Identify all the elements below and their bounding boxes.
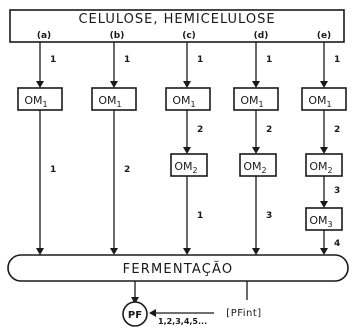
- edge-label: 1: [50, 165, 56, 175]
- intermediate-product-label: [PFint]: [226, 308, 261, 319]
- substrate-title: CELULOSE, HEMICELULOSE: [78, 12, 275, 27]
- svg-text:OM2: OM2: [309, 160, 332, 175]
- fermentation-stage: FERMENTAÇÃO: [7, 254, 349, 282]
- column-b: (b) 1 OM1 2: [91, 31, 137, 255]
- column-e: (e) 1 OM1 2 OM2 3 OM3: [301, 31, 347, 255]
- edge-label: 1: [334, 55, 340, 65]
- product-node: PF: [122, 301, 148, 327]
- arrowhead: [320, 81, 328, 88]
- organism-box-om3: OM3: [305, 207, 343, 231]
- edge-label: 3: [266, 211, 272, 221]
- organism-box-om1: OM1: [165, 87, 211, 111]
- svg-text:OM3: OM3: [309, 214, 332, 229]
- organism-box-om1: OM1: [17, 87, 63, 111]
- column-label: (c): [182, 31, 196, 41]
- svg-text:OM1: OM1: [240, 94, 263, 109]
- column-label: (e): [317, 31, 331, 41]
- arrowhead: [183, 81, 191, 88]
- intermediate-feedback: 1,2,3,4,5... [PFint]: [149, 308, 261, 326]
- substrate-header: CELULOSE, HEMICELULOSE: [9, 9, 345, 43]
- arrowhead: [110, 81, 118, 88]
- organism-box-om1: OM1: [233, 87, 279, 111]
- column-c: (c) 1 OM1 2 OM2 1: [165, 31, 211, 255]
- svg-text:OM2: OM2: [174, 160, 197, 175]
- arrowhead: [36, 81, 44, 88]
- edge-label: 3: [334, 186, 340, 196]
- arrowhead: [320, 147, 328, 154]
- arrowhead: [110, 248, 118, 255]
- arrowhead: [320, 201, 328, 208]
- fermentation-label: FERMENTAÇÃO: [123, 261, 234, 277]
- column-label: (a): [37, 31, 51, 41]
- arrowhead: [252, 248, 260, 255]
- organism-box-om2: OM2: [170, 153, 208, 177]
- svg-text:OM2: OM2: [243, 160, 266, 175]
- column-label: (b): [110, 31, 125, 41]
- edge-label: 2: [124, 165, 130, 175]
- svg-text:OM1: OM1: [308, 94, 331, 109]
- organism-box-om1: OM1: [301, 87, 347, 111]
- organism-box-om2: OM2: [239, 153, 277, 177]
- fermentation-box: [7, 254, 349, 282]
- edge-label: 2: [266, 125, 272, 135]
- arrowhead: [183, 248, 191, 255]
- edge-label: 1: [50, 55, 56, 65]
- edge-label: 1: [197, 55, 203, 65]
- column-d: (d) 1 OM1 2 OM2 3: [233, 31, 279, 255]
- edge-label: 2: [197, 125, 203, 135]
- edge-label: 1: [124, 55, 130, 65]
- organism-box-om2: OM2: [305, 153, 343, 177]
- svg-text:OM1: OM1: [24, 94, 47, 109]
- arrowhead: [36, 248, 44, 255]
- svg-text:OM1: OM1: [98, 94, 121, 109]
- substrate-box: [9, 9, 345, 43]
- column-a: (a) 1 OM1 1: [17, 31, 63, 255]
- svg-text:OM1: OM1: [172, 94, 195, 109]
- arrowhead: [149, 309, 156, 317]
- edge-label: 2: [334, 125, 340, 135]
- arrowhead: [252, 147, 260, 154]
- product-label: PF: [128, 310, 142, 321]
- arrowhead: [131, 297, 139, 304]
- organism-box-om1: OM1: [91, 87, 137, 111]
- edge-label: 1: [197, 211, 203, 221]
- column-label: (d): [254, 31, 269, 41]
- edge-label: 4: [334, 239, 340, 249]
- arrowhead: [183, 147, 191, 154]
- arrowhead: [252, 81, 260, 88]
- edge-label: 1,2,3,4,5...: [158, 317, 207, 326]
- arrowhead: [320, 248, 328, 255]
- edge-label: 1: [266, 55, 272, 65]
